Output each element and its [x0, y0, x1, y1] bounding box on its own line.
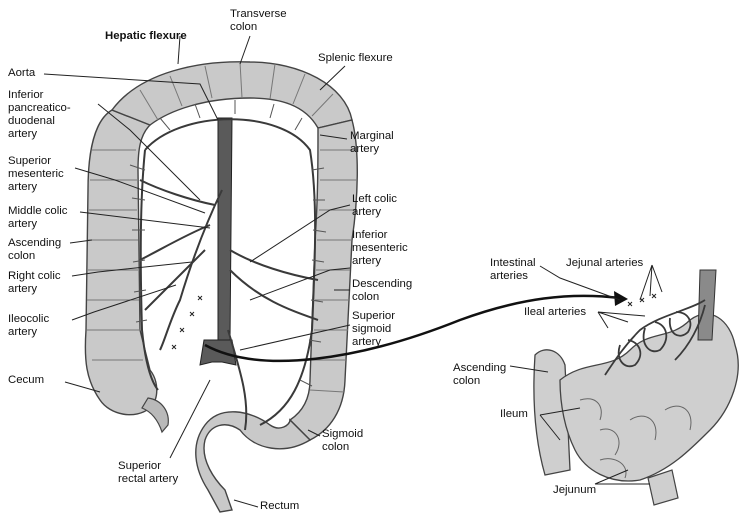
label-rca-line1: Right colic — [8, 270, 61, 283]
label-ima-line2: mesenteric — [352, 242, 408, 255]
appendix-shape — [142, 398, 168, 432]
label-splenic-flexure: Splenic flexure — [318, 52, 393, 65]
label-ima-line3: artery — [352, 255, 408, 268]
sigmoid-colon-shape — [196, 412, 310, 512]
label-rectum: Rectum — [260, 500, 299, 513]
label-mca-line2: artery — [8, 218, 68, 231]
label-sra-line2: rectal artery — [118, 473, 178, 486]
label-mca-line1: Middle colic — [8, 205, 68, 218]
label-aci-line2: colon — [453, 375, 506, 388]
ascending-colon-shape — [85, 110, 156, 415]
label-ma-line1: Marginal — [350, 130, 394, 143]
label-superior-mesenteric-artery: Superior mesenteric artery — [8, 155, 64, 194]
label-transverse-colon-line2: colon — [230, 21, 287, 34]
label-sc-line2: colon — [322, 441, 363, 454]
label-ssa-line1: Superior — [352, 310, 395, 323]
label-ac-line1: Ascending — [8, 237, 61, 250]
label-ileocolic-artery: Ileocolic artery — [8, 313, 49, 339]
label-superior-sigmoid-artery: Superior sigmoid artery — [352, 310, 395, 349]
label-ileum: Ileum — [500, 408, 528, 421]
label-aorta: Aorta — [8, 67, 35, 80]
label-rca-line2: artery — [8, 283, 61, 296]
label-ica-line2: artery — [8, 326, 49, 339]
label-left-colic-artery: Left colic artery — [352, 193, 397, 219]
aorta-bifurcation — [200, 340, 236, 365]
label-ileal-arteries: Ileal arteries — [524, 306, 586, 319]
label-ipd-line1: Inferior — [8, 89, 71, 102]
label-ia-line2: arteries — [490, 270, 536, 283]
label-dc-line2: colon — [352, 291, 412, 304]
label-ascending-colon: Ascending colon — [8, 237, 61, 263]
label-transverse-colon: Transverse colon — [230, 8, 287, 34]
label-jejunum: Jejunum — [553, 484, 596, 497]
label-marginal-artery: Marginal artery — [350, 130, 394, 156]
label-ima-line1: Inferior — [352, 229, 408, 242]
label-ica-line1: Ileocolic — [8, 313, 49, 326]
label-inferior-pancreaticoduodenal-artery: Inferior pancreatico- duodenal artery — [8, 89, 71, 141]
label-dc-line1: Descending — [352, 278, 412, 291]
label-superior-rectal-artery: Superior rectal artery — [118, 460, 178, 486]
label-jejunal-arteries: Jejunal arteries — [566, 257, 643, 270]
label-transverse-colon-line1: Transverse — [230, 8, 287, 21]
label-aci-line1: Ascending — [453, 362, 506, 375]
label-cecum: Cecum — [8, 374, 44, 387]
asterisk-markers — [172, 294, 656, 349]
aorta-vessel — [218, 118, 232, 340]
label-ma-line2: artery — [350, 143, 394, 156]
label-ipd-line2: pancreatico- — [8, 102, 71, 115]
label-sma-line1: Superior — [8, 155, 64, 168]
label-inferior-mesenteric-artery: Inferior mesenteric artery — [352, 229, 408, 268]
label-sra-line1: Superior — [118, 460, 178, 473]
label-ac-line2: colon — [8, 250, 61, 263]
label-ssa-line2: sigmoid — [352, 323, 395, 336]
label-sc-line1: Sigmoid — [322, 428, 363, 441]
label-ipd-line4: artery — [8, 128, 71, 141]
label-sma-line3: artery — [8, 181, 64, 194]
label-ssa-line3: artery — [352, 336, 395, 349]
label-right-colic-artery: Right colic artery — [8, 270, 61, 296]
label-intestinal-arteries: Intestinal arteries — [490, 257, 536, 283]
label-hepatic-flexure: Hepatic flexure — [105, 30, 187, 43]
label-lca-line1: Left colic — [352, 193, 397, 206]
label-descending-colon: Descending colon — [352, 278, 412, 304]
label-lca-line2: artery — [352, 206, 397, 219]
label-sigmoid-colon: Sigmoid colon — [322, 428, 363, 454]
label-ipd-line3: duodenal — [8, 115, 71, 128]
label-middle-colic-artery: Middle colic artery — [8, 205, 68, 231]
label-ascending-colon-inset: Ascending colon — [453, 362, 506, 388]
label-ia-line1: Intestinal — [490, 257, 536, 270]
label-sma-line2: mesenteric — [8, 168, 64, 181]
